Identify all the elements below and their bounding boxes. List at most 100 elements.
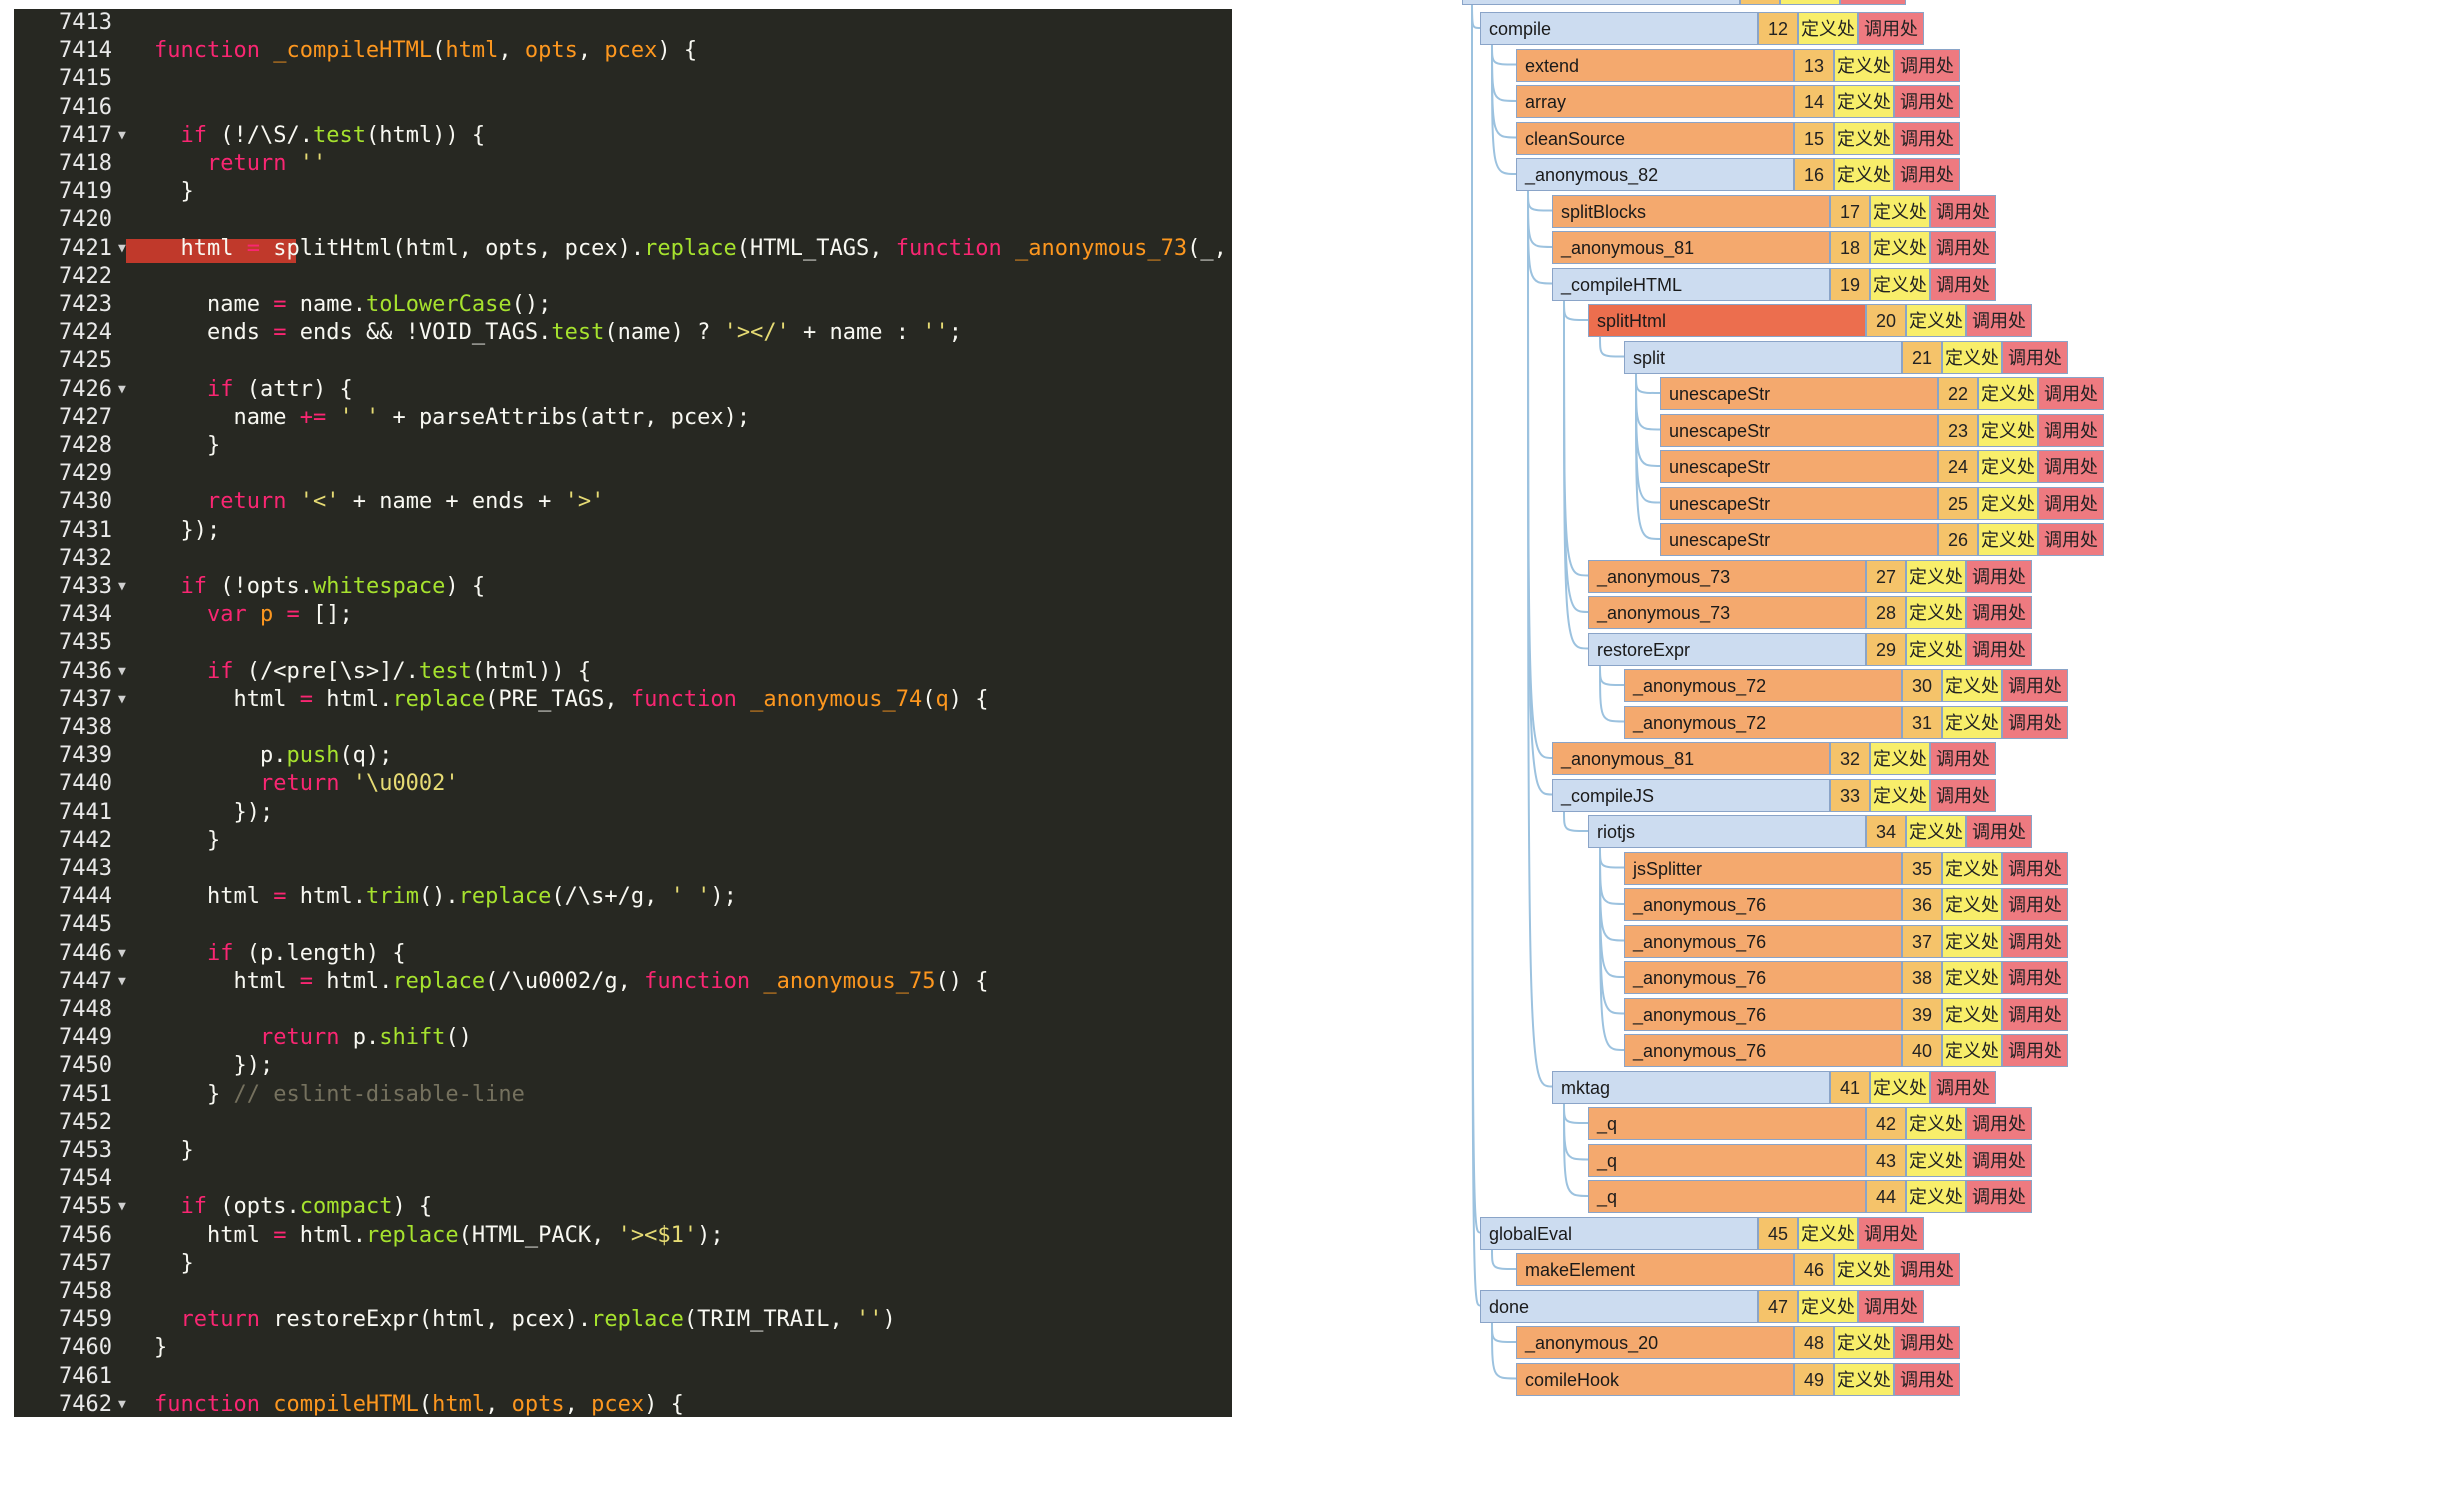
call-site-link[interactable]: 调用处	[1840, 0, 1906, 5]
line-number[interactable]: 7420	[59, 207, 112, 233]
line-number[interactable]: 7424	[59, 320, 112, 346]
definition-link[interactable]: 定义处	[1942, 340, 2002, 374]
call-site-link[interactable]: 调用处	[2038, 377, 2104, 410]
line-number[interactable]: 7434	[59, 602, 112, 628]
definition-link[interactable]: 定义处	[1942, 851, 2002, 885]
line-number[interactable]: 7443	[59, 856, 112, 881]
definition-link[interactable]: 定义处	[1834, 158, 1894, 191]
line-number[interactable]: 7435	[59, 630, 112, 656]
fold-arrow-icon[interactable]: ▼	[118, 579, 126, 594]
definition-link[interactable]: 定义处	[1834, 85, 1894, 118]
line-number[interactable]: 7451	[59, 1081, 112, 1107]
call-site-link[interactable]: 调用处	[1858, 1289, 1924, 1323]
call-site-link[interactable]: 调用处	[2002, 961, 2068, 994]
definition-link[interactable]: 定义处	[1834, 1326, 1894, 1359]
definition-link[interactable]: 定义处	[1906, 1143, 1966, 1177]
call-site-link[interactable]: 调用处	[2002, 851, 2068, 885]
call-site-link[interactable]: 调用处	[1966, 1107, 2032, 1140]
definition-link[interactable]: 定义处	[1834, 1362, 1894, 1396]
definition-link[interactable]: 定义处	[1906, 559, 1966, 593]
call-site-link[interactable]: 调用处	[1930, 742, 1996, 775]
line-number[interactable]: 7453	[59, 1138, 112, 1163]
line-number[interactable]: 7432	[59, 545, 112, 571]
call-site-link[interactable]: 调用处	[2002, 924, 2068, 958]
fold-arrow-icon[interactable]: ▼	[118, 127, 126, 143]
call-site-link[interactable]: 调用处	[1966, 1180, 2032, 1213]
definition-link[interactable]: 定义处	[1942, 1034, 2002, 1067]
definition-link[interactable]: 定义处	[1978, 486, 2038, 520]
line-number[interactable]: 7461	[59, 1363, 112, 1389]
call-site-link[interactable]: 调用处	[2002, 340, 2068, 374]
definition-link[interactable]: 定义处	[1798, 12, 1858, 45]
definition-link[interactable]: 定义处	[1942, 997, 2002, 1031]
call-site-link[interactable]: 调用处	[1894, 1253, 1960, 1286]
call-site-link[interactable]: 调用处	[1858, 1216, 1924, 1250]
fold-arrow-icon[interactable]: ▼	[118, 663, 126, 679]
call-site-link[interactable]: 调用处	[1930, 267, 1996, 301]
definition-link[interactable]: 定义处	[1870, 194, 1930, 228]
definition-link[interactable]: 定义处	[1906, 596, 1966, 629]
line-number[interactable]: 7425	[59, 348, 112, 374]
definition-link[interactable]: 定义处	[1834, 1253, 1894, 1286]
fold-arrow-icon[interactable]: ▼	[118, 691, 126, 707]
definition-link[interactable]: 定义处	[1942, 669, 2002, 702]
call-site-link[interactable]: 调用处	[1966, 596, 2032, 629]
call-site-link[interactable]: 调用处	[1894, 1362, 1960, 1396]
fold-arrow-icon[interactable]: ▼	[118, 240, 126, 256]
definition-link[interactable]: 定义处	[1978, 523, 2038, 556]
call-site-link[interactable]: 调用处	[1966, 815, 2032, 848]
call-site-link[interactable]: 调用处	[1894, 48, 1960, 82]
fold-arrow-icon[interactable]: ▼	[118, 973, 126, 989]
definition-link[interactable]: 定义处	[1906, 815, 1966, 848]
definition-link[interactable]: 定义处	[1942, 961, 2002, 994]
line-number[interactable]: 7437	[59, 686, 112, 712]
line-number[interactable]: 7430	[59, 489, 112, 515]
definition-link[interactable]: 定义处	[1906, 632, 1966, 666]
line-number[interactable]: 7427	[59, 404, 112, 430]
definition-link[interactable]: 定义处	[1870, 1070, 1930, 1104]
line-number[interactable]: 7431	[59, 517, 112, 543]
line-number[interactable]: 7449	[59, 1025, 112, 1051]
definition-link[interactable]: 定义处	[1942, 888, 2002, 921]
line-number[interactable]: 7460	[59, 1335, 112, 1361]
line-number[interactable]: 7456	[59, 1222, 112, 1248]
call-site-link[interactable]: 调用处	[2038, 450, 2104, 483]
definition-link[interactable]: 定义处	[1906, 304, 1966, 337]
line-number[interactable]: 7439	[59, 743, 112, 769]
definition-link[interactable]: 定义处	[1942, 924, 2002, 958]
line-number[interactable]: 7415	[59, 66, 112, 92]
definition-link[interactable]: 定义处	[1870, 742, 1930, 775]
line-number[interactable]: 7444	[59, 884, 112, 910]
call-site-link[interactable]: 调用处	[1966, 632, 2032, 666]
line-number[interactable]: 7452	[59, 1109, 112, 1135]
call-site-link[interactable]: 调用处	[2002, 669, 2068, 702]
line-number[interactable]: 7428	[59, 433, 112, 458]
line-number[interactable]: 7423	[59, 292, 112, 317]
line-number[interactable]: 7416	[59, 94, 112, 120]
call-site-link[interactable]: 调用处	[1930, 231, 1996, 264]
call-site-link[interactable]: 调用处	[2002, 1034, 2068, 1067]
line-number[interactable]: 7438	[59, 715, 112, 740]
call-site-link[interactable]: 调用处	[1894, 1326, 1960, 1359]
call-site-link[interactable]: 调用处	[1966, 304, 2032, 337]
call-site-link[interactable]: 调用处	[2002, 705, 2068, 739]
call-site-link[interactable]: 调用处	[2002, 888, 2068, 921]
call-site-link[interactable]: 调用处	[1894, 158, 1960, 191]
call-site-link[interactable]: 调用处	[1930, 778, 1996, 812]
definition-link[interactable]: 定义处	[1834, 48, 1894, 82]
fold-arrow-icon[interactable]: ▼	[118, 381, 126, 397]
definition-link[interactable]: 定义处	[1870, 231, 1930, 264]
fold-arrow-icon[interactable]: ▼	[118, 1396, 126, 1412]
fold-arrow-icon[interactable]: ▼	[118, 945, 126, 961]
definition-link[interactable]: 定义处	[1906, 1180, 1966, 1213]
line-number[interactable]: 7419	[59, 179, 112, 205]
definition-link[interactable]: 定义处	[1978, 413, 2038, 447]
line-number[interactable]: 7450	[59, 1053, 112, 1079]
definition-link[interactable]: 定义处	[1942, 705, 2002, 739]
line-number[interactable]: 7413	[59, 10, 112, 35]
line-number[interactable]: 7440	[59, 771, 112, 797]
line-number[interactable]: 7455	[59, 1194, 112, 1220]
line-number[interactable]: 7454	[59, 1166, 112, 1192]
line-number[interactable]: 7418	[59, 151, 112, 176]
